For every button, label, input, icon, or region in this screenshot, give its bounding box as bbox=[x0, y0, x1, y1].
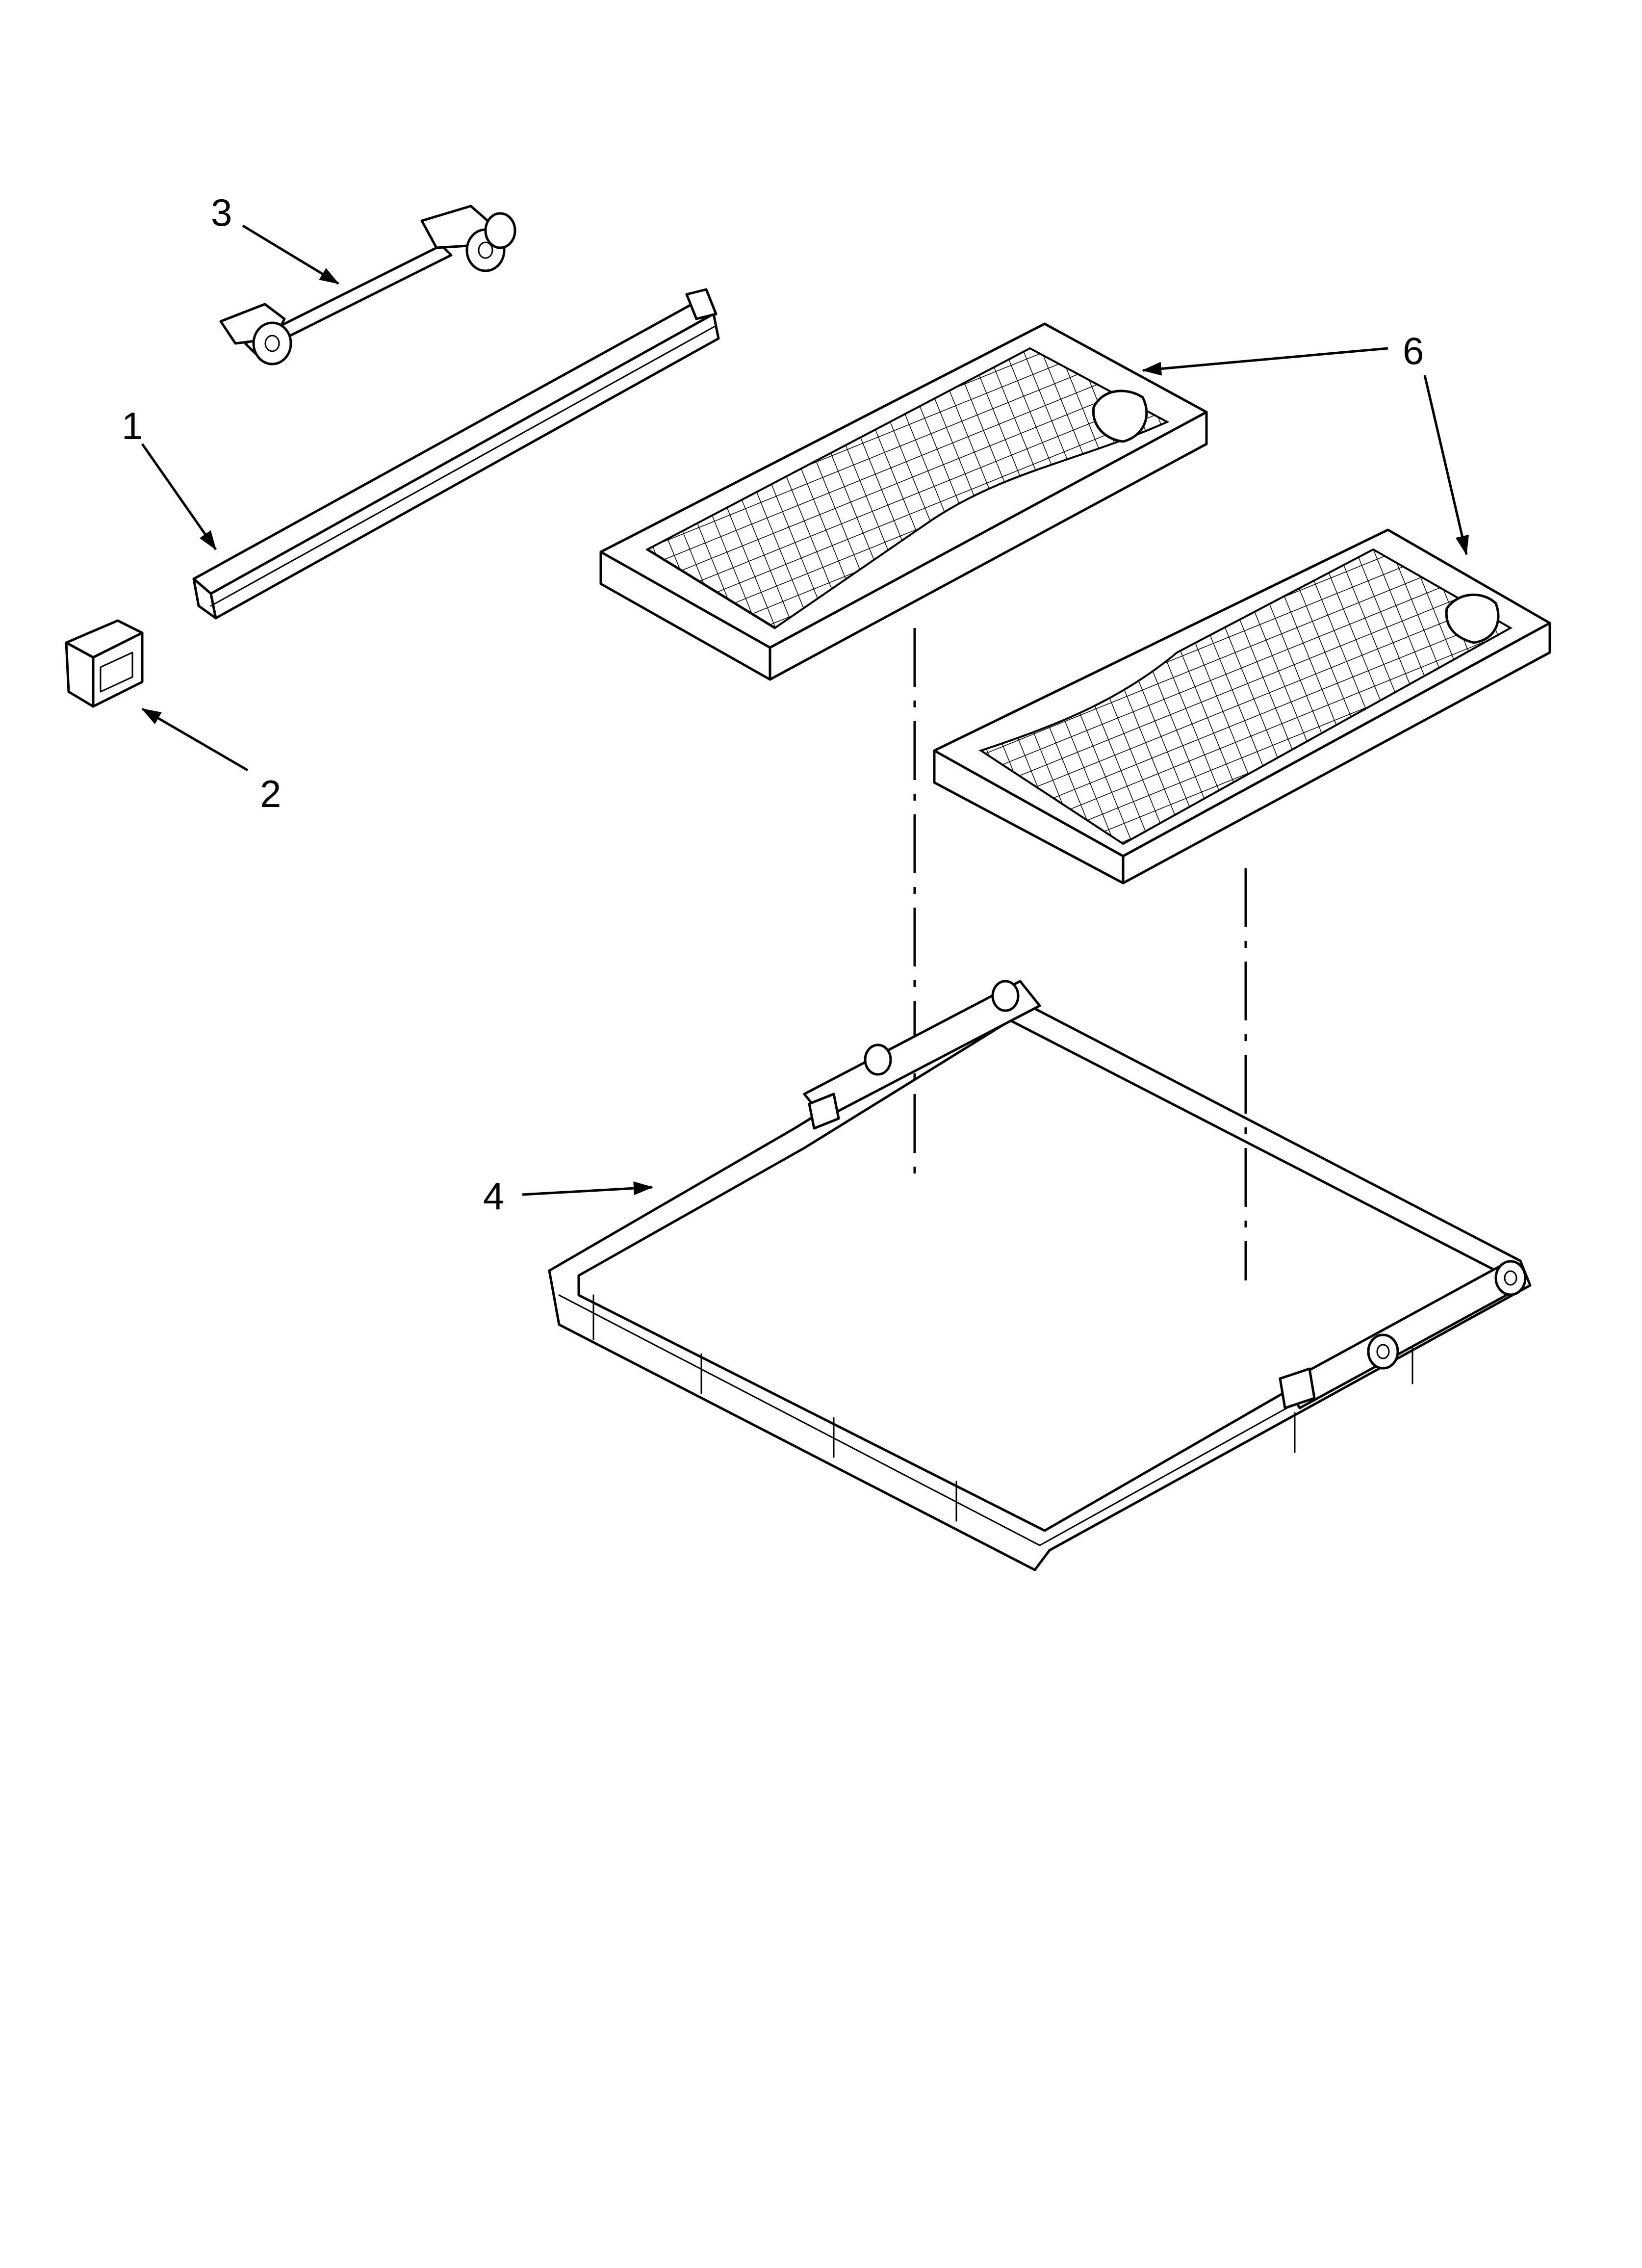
callout-label-4: 4 bbox=[483, 1174, 504, 1218]
callout-labels: 3 1 2 6 4 bbox=[122, 191, 1424, 1218]
leader-4 bbox=[522, 1181, 653, 1196]
part-3-wheel-bracket bbox=[219, 205, 516, 365]
callout-label-6: 6 bbox=[1403, 329, 1424, 372]
callout-label-1: 1 bbox=[122, 404, 143, 447]
callout-leaders bbox=[141, 224, 1469, 1196]
leader-6b bbox=[1423, 375, 1469, 555]
leader-1 bbox=[141, 443, 217, 550]
leader-6a bbox=[1142, 347, 1388, 376]
part-2-clip bbox=[65, 619, 144, 708]
part-1-rail bbox=[192, 288, 720, 620]
part-6-tray-upper bbox=[599, 322, 1208, 681]
leader-3 bbox=[242, 224, 339, 285]
callout-label-2: 2 bbox=[260, 772, 281, 815]
part-4-rack-frame bbox=[548, 980, 1532, 1571]
part-6-tray-lower bbox=[933, 528, 1551, 885]
alignment-lines bbox=[913, 628, 1247, 1280]
leader-2 bbox=[141, 707, 249, 772]
callout-label-3: 3 bbox=[211, 191, 232, 234]
